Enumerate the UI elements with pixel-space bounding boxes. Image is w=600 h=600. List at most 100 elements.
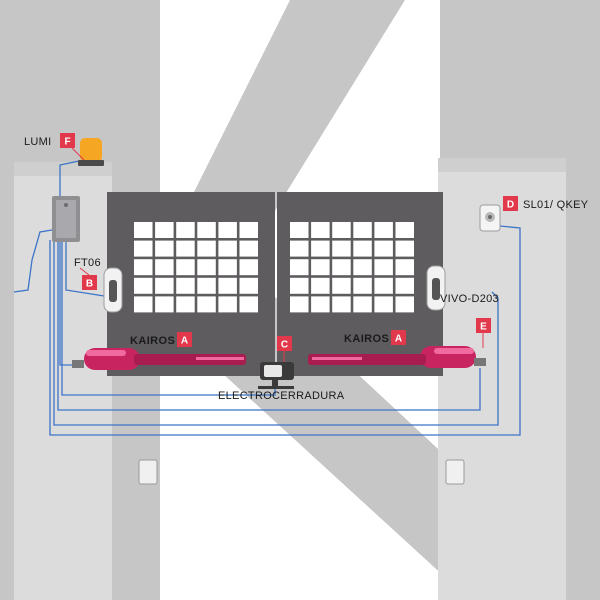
gate-grid-cell <box>239 259 258 276</box>
gate-grid-cell <box>218 240 237 257</box>
gate-grid-cell <box>395 259 414 276</box>
gate-grid-cell <box>311 296 330 313</box>
gate-grid-cell <box>353 240 372 257</box>
photocell-receiver-icon <box>426 265 446 311</box>
gate-grid-cell <box>197 259 216 276</box>
gate-grid-cell <box>176 222 195 238</box>
gate-grid-cell <box>176 277 195 294</box>
gate-grid-cell <box>290 240 309 257</box>
gate-grid-cell <box>176 240 195 257</box>
gate-grid-cell <box>332 277 351 294</box>
gate-left-grid <box>134 222 258 313</box>
wire-kairos-right <box>57 240 481 411</box>
gate-grid-cell <box>353 277 372 294</box>
gate-grid-cell <box>134 259 153 276</box>
leader-ft06 <box>79 267 90 276</box>
gate-grid-cell <box>353 222 372 238</box>
gate-grid-cell <box>218 296 237 313</box>
gate-grid-cell <box>374 259 393 276</box>
gate-grid-cell <box>218 259 237 276</box>
gate-left-leaf <box>107 192 275 376</box>
badge-lumi: F <box>60 133 75 148</box>
gate-grid-cell <box>134 277 153 294</box>
gate-grid-cell <box>197 296 216 313</box>
right-ground-plate <box>445 459 465 485</box>
right-pillar <box>438 158 566 600</box>
gate-grid-cell <box>374 296 393 313</box>
leader-lumi <box>71 147 85 161</box>
label-electrocerradura: ELECTROCERRADURA <box>218 390 345 402</box>
gate-grid-cell <box>239 296 258 313</box>
left-ground-plate <box>138 459 158 485</box>
gate-grid-cell <box>239 277 258 294</box>
badge-kairos-right: A <box>391 330 406 345</box>
label-kairos-right: KAIROS <box>344 333 389 345</box>
svg-text:D: D <box>507 200 514 211</box>
wire-lumi <box>59 159 85 200</box>
gate-grid-cell <box>155 240 174 257</box>
gate-grid-cell <box>353 296 372 313</box>
lock-icon <box>258 362 294 389</box>
svg-text:A: A <box>395 334 402 345</box>
gate-grid-cell <box>290 277 309 294</box>
gate-grid-cell <box>395 277 414 294</box>
gate-grid-cell <box>290 296 309 313</box>
gate-grid-cell <box>374 240 393 257</box>
gate-grid-cell <box>353 259 372 276</box>
badge-ft06: B <box>82 275 97 290</box>
badge-electrocerradura: C <box>277 336 292 351</box>
badge-sl01-qkey: D <box>503 196 518 211</box>
wire-sl01-qkey <box>49 225 521 436</box>
gate-grid-cell <box>155 277 174 294</box>
control-unit-icon <box>52 196 80 242</box>
key-selector-icon <box>479 204 501 232</box>
gate-grid-cell <box>218 277 237 294</box>
label-kairos-left: KAIROS <box>130 335 175 347</box>
badge-vivo-d203: E <box>476 318 491 333</box>
gate-grid-cell <box>239 222 258 238</box>
gate-grid-cell <box>197 222 216 238</box>
gate-grid-cell <box>176 259 195 276</box>
gate-grid-cell <box>155 259 174 276</box>
gate-grid-cell <box>332 240 351 257</box>
svg-text:F: F <box>64 137 70 148</box>
svg-text:B: B <box>86 279 93 290</box>
gate-grid-cell <box>395 296 414 313</box>
gate-grid-cell <box>332 259 351 276</box>
gate-grid-cell <box>134 240 153 257</box>
linear-actuator-icon <box>72 348 246 370</box>
svg-text:E: E <box>480 322 487 333</box>
label-ft06: FT06 <box>74 257 101 269</box>
gate-grid-cell <box>311 259 330 276</box>
wiring <box>13 159 521 436</box>
wire-kairos-left <box>59 240 75 366</box>
linear-actuator-right-icon <box>308 346 486 368</box>
wire-vivo-d203 <box>53 240 499 426</box>
gate-grid-cell <box>197 240 216 257</box>
lamp-icon <box>78 138 104 166</box>
label-vivo-d203: VIVO-D203 <box>440 293 499 305</box>
gate-grid-cell <box>332 296 351 313</box>
gate-grid-cell <box>176 296 195 313</box>
gate-grid-cell <box>311 240 330 257</box>
wire-electrocerradura <box>61 240 276 396</box>
gate-grid-cell <box>239 240 258 257</box>
photocell-icon <box>103 267 123 313</box>
gate-grid-cell <box>311 277 330 294</box>
gate-grid-cell <box>134 222 153 238</box>
wire-ft06 <box>65 240 105 297</box>
badge-kairos-left: A <box>177 332 192 347</box>
gate-grid-cell <box>332 222 351 238</box>
svg-text:C: C <box>281 340 288 351</box>
gate-grid-cell <box>395 240 414 257</box>
gate-grid-cell <box>155 296 174 313</box>
label-sl01-qkey: SL01/ QKEY <box>523 199 589 211</box>
gate-grid-cell <box>395 222 414 238</box>
gate-grid-cell <box>155 222 174 238</box>
gate-right-grid <box>290 222 414 313</box>
svg-text:A: A <box>181 336 188 347</box>
gate-grid-cell <box>218 222 237 238</box>
gate-grid-cell <box>374 277 393 294</box>
